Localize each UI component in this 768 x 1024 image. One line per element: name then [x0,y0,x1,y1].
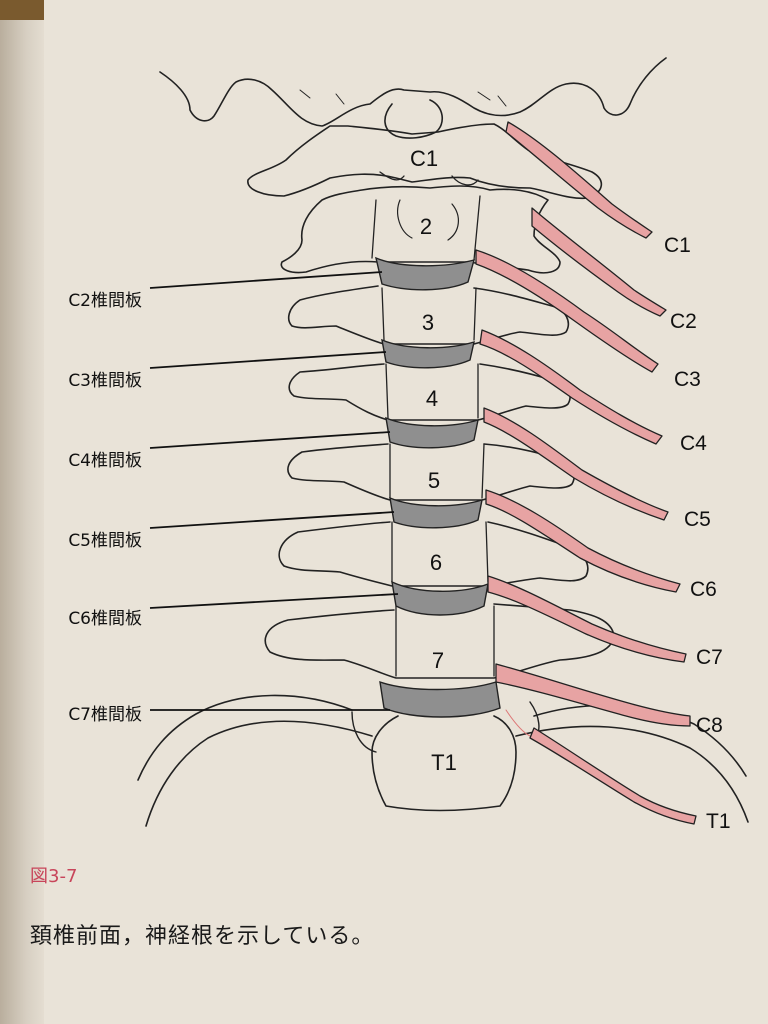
figure-caption: 頚椎前面，神経根を示している。 [30,924,375,949]
axis-c2 [280,185,561,274]
disc-label: C3椎間板 [68,371,142,391]
nerve-root-label: T1 [706,810,731,833]
nerve-root-t1 [529,727,697,825]
vertebra-label: 6 [430,550,442,575]
nerve-root-c1 [505,121,653,239]
nerve-root-c5 [483,407,669,521]
leader-c2-disc [149,271,383,289]
nerve-root-label: C6 [690,578,717,601]
nerve-root-c7 [487,575,687,663]
vertebra-label: T1 [431,750,457,775]
nerve-root-label: C8 [696,714,723,737]
vertebra-label: 7 [432,648,444,673]
nerve-root-label: C3 [674,368,701,391]
vertebra-label: C1 [410,146,438,171]
nerve-root-label: C5 [684,508,711,531]
vertebra-label: 4 [426,386,438,411]
vertebra-label: 3 [422,310,434,335]
rib-left [137,694,373,827]
skull-base [159,57,667,127]
leader-c4-disc [149,431,391,449]
disc-label: C7椎間板 [68,705,142,725]
nerve-root-c8 [495,663,691,727]
nerve-root-label: C4 [680,432,707,455]
disc-label: C2椎間板 [68,291,142,311]
nerve-root-c2 [531,207,667,317]
leader-c5-disc [149,511,395,529]
disc-c5 [389,496,483,529]
nerve-root-c4 [479,329,663,445]
vertebra-c7 [264,603,615,679]
nerve-root-label: C2 [670,310,697,333]
disc-label: C5椎間板 [68,531,142,551]
disc-c7 [379,680,501,718]
page-gutter [0,0,44,1024]
disc-c3 [381,338,475,369]
atlas-c1 [247,123,603,200]
nerve-root-label: C7 [696,646,723,669]
leader-c3-disc [149,351,387,369]
disc-label: C6椎間板 [68,609,142,629]
page-binding [0,0,44,20]
disc-c6 [391,580,489,616]
vertebra-label: 5 [428,468,440,493]
leader-c6-disc [149,593,399,609]
vertebra-label: 2 [420,214,432,239]
disc-label: C4椎間板 [68,451,142,471]
disc-c2 [375,256,475,291]
nerve-root-c3 [475,249,659,373]
figure-number: 図3-7 [30,866,78,887]
nerve-root-c6 [485,489,681,593]
nerve-root-label: C1 [664,234,691,257]
disc-c4 [385,416,479,449]
